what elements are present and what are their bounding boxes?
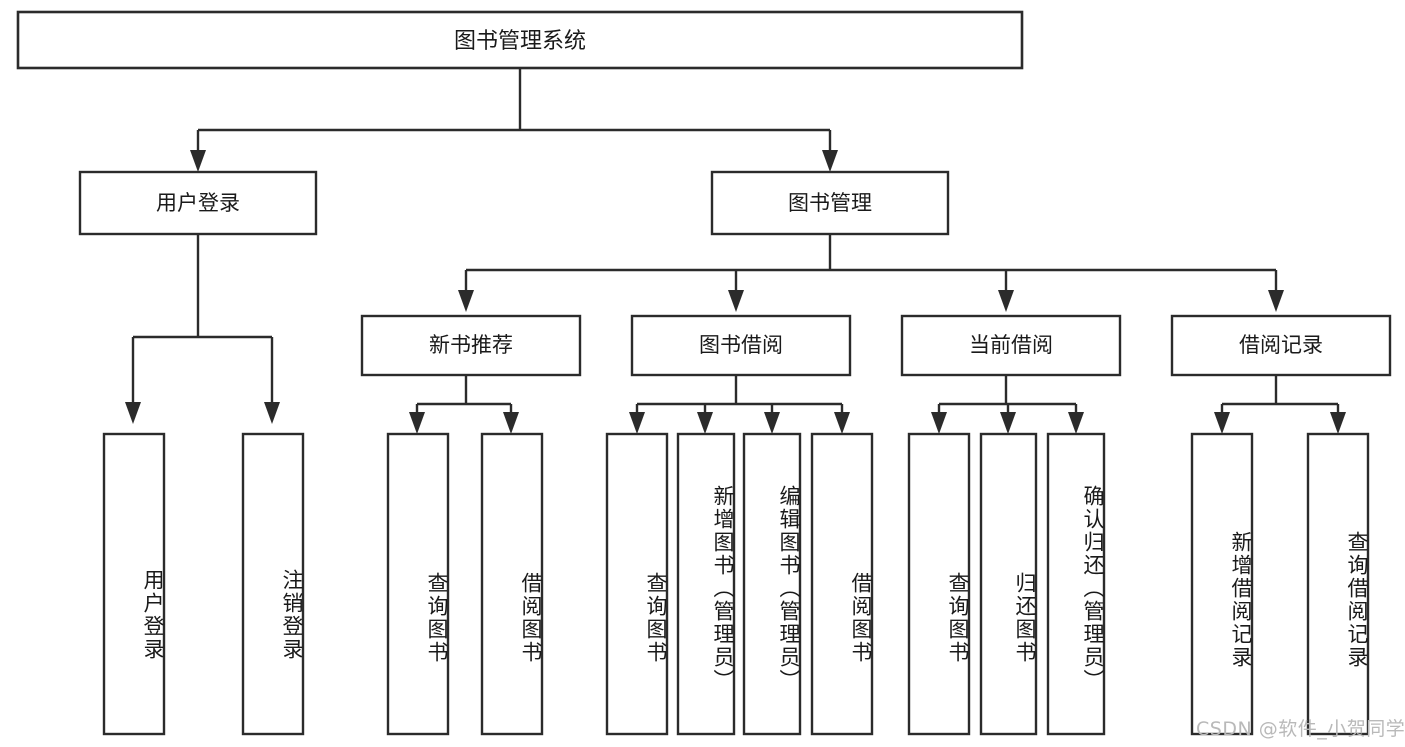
node-user-login-box[interactable]	[78, 170, 318, 236]
arrow-head-icon	[822, 150, 838, 172]
node-book-borrow-box[interactable]	[630, 314, 852, 377]
arrow-head-icon	[409, 412, 425, 434]
leaf-box-query-book-1[interactable]	[386, 432, 450, 736]
leaf-box-query-book-3[interactable]	[907, 432, 971, 736]
leaf-box-logout[interactable]	[241, 432, 305, 736]
arrow-head-icon	[998, 290, 1014, 312]
node-current-borrow-box[interactable]	[900, 314, 1122, 377]
arrow-head-icon	[458, 290, 474, 312]
arrowhead-group	[125, 150, 1346, 434]
node-book-borrow-label: 图书借阅	[699, 333, 783, 357]
node-current-borrow[interactable]: 当前借阅	[900, 314, 1122, 377]
arrow-head-icon	[834, 412, 850, 434]
leaf-box-confirm-return-admin[interactable]	[1046, 432, 1106, 736]
arrow-head-icon	[503, 412, 519, 434]
arrow-head-icon	[931, 412, 947, 434]
node-book-management-label: 图书管理	[788, 191, 872, 215]
leaf-box-user-login[interactable]	[102, 432, 166, 736]
node-user-login-label: 用户登录	[156, 191, 240, 215]
watermark-text: CSDN @软件_小贺同学	[1196, 718, 1405, 740]
leaf-box-return-book[interactable]	[979, 432, 1038, 736]
node-borrow-record-label: 借阅记录	[1239, 333, 1323, 357]
node-book-management[interactable]: 图书管理	[710, 170, 950, 236]
leaf-box-add-book-admin[interactable]	[676, 432, 736, 736]
leaf-box-group	[102, 432, 1370, 736]
leaf-box-edit-book-admin[interactable]	[742, 432, 802, 736]
leaf-box-add-borrow-record[interactable]	[1190, 432, 1254, 736]
arrow-head-icon	[1268, 290, 1284, 312]
arrow-head-icon	[1330, 412, 1346, 434]
node-new-book-recommend-label: 新书推荐	[429, 333, 513, 357]
arrow-head-icon	[1000, 412, 1016, 434]
arrow-head-icon	[1214, 412, 1230, 434]
leaf-box-borrow-book-1[interactable]	[480, 432, 544, 736]
arrow-head-icon	[629, 412, 645, 434]
arrow-head-icon	[190, 150, 206, 172]
node-root-label: 图书管理系统	[454, 29, 586, 54]
node-borrow-record[interactable]: 借阅记录	[1170, 314, 1392, 377]
leaf-box-query-borrow-record[interactable]	[1306, 432, 1370, 736]
node-user-login[interactable]: 用户登录	[78, 170, 318, 236]
arrow-head-icon	[697, 412, 713, 434]
node-book-management-box[interactable]	[710, 170, 950, 236]
leaf-box-query-book-2[interactable]	[605, 432, 669, 736]
node-root-box[interactable]	[16, 10, 1024, 70]
arrow-head-icon	[1068, 412, 1084, 434]
node-borrow-record-box[interactable]	[1170, 314, 1392, 377]
node-root[interactable]: 图书管理系统	[16, 10, 1024, 70]
arrow-head-icon	[728, 290, 744, 312]
arrow-head-icon	[264, 402, 280, 424]
arrow-head-icon	[125, 402, 141, 424]
node-book-borrow[interactable]: 图书借阅	[630, 314, 852, 377]
arrow-head-icon	[764, 412, 780, 434]
node-new-book-recommend[interactable]: 新书推荐	[360, 314, 582, 377]
leaf-box-borrow-book-2[interactable]	[810, 432, 874, 736]
node-current-borrow-label: 当前借阅	[969, 333, 1053, 357]
node-new-book-recommend-box[interactable]	[360, 314, 582, 377]
